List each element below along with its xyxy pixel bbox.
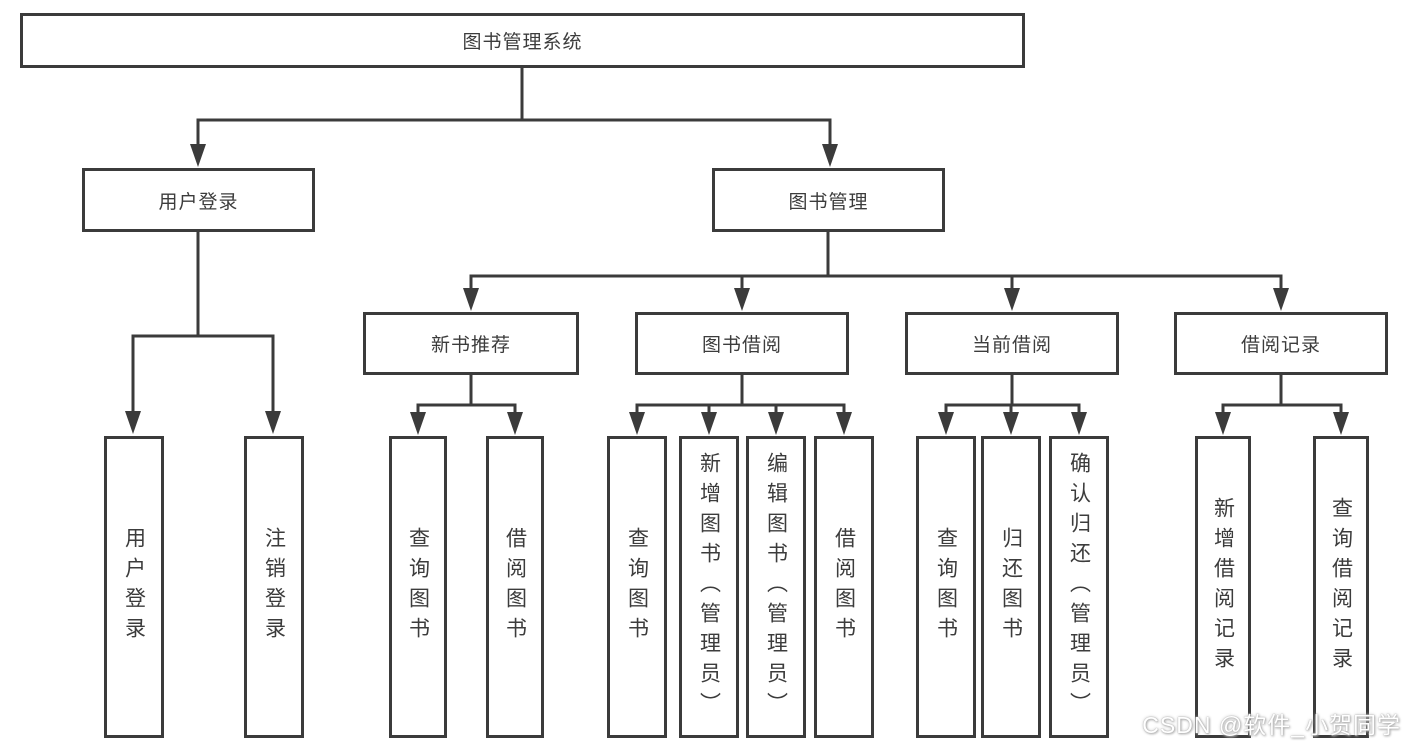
leaf-label: 新增借阅记录: [1211, 497, 1235, 677]
leaf-borrow-books-recommend: 借阅图书: [486, 436, 544, 738]
arrowhead-icons: [125, 144, 1349, 435]
leaf-label: 查询图书: [934, 527, 958, 647]
leaf-query-books-current: 查询图书: [916, 436, 976, 738]
leaf-borrow-books: 借阅图书: [814, 436, 874, 738]
leaf-query-books-recommend: 查询图书: [389, 436, 447, 738]
leaf-add-books-admin: 新增图书（管理员）: [679, 436, 739, 738]
leaf-label: 注销登录: [262, 527, 286, 647]
node-root-system: 图书管理系统: [20, 13, 1025, 68]
leaf-label: 新增图书（管理员）: [697, 452, 721, 722]
leaf-label: 查询图书: [625, 527, 649, 647]
node-new-book-recommend: 新书推荐: [363, 312, 579, 375]
leaf-label: 借阅图书: [832, 527, 856, 647]
leaf-user-login: 用户登录: [104, 436, 164, 738]
leaf-label: 确认归还（管理员）: [1067, 452, 1091, 722]
leaf-add-borrow-record: 新增借阅记录: [1195, 436, 1251, 738]
leaf-confirm-return-admin: 确认归还（管理员）: [1049, 436, 1109, 738]
leaf-label: 查询借阅记录: [1329, 497, 1353, 677]
leaf-logout: 注销登录: [244, 436, 304, 738]
leaf-label: 查询图书: [406, 527, 430, 647]
leaf-label: 借阅图书: [503, 527, 527, 647]
node-book-management: 图书管理: [712, 168, 945, 232]
leaf-return-books: 归还图书: [981, 436, 1041, 738]
node-borrow-records: 借阅记录: [1174, 312, 1388, 375]
leaf-query-books-borrow: 查询图书: [607, 436, 667, 738]
leaf-label: 归还图书: [999, 527, 1023, 647]
leaf-label: 用户登录: [122, 527, 146, 647]
node-book-borrow: 图书借阅: [635, 312, 849, 375]
leaf-query-borrow-record: 查询借阅记录: [1313, 436, 1369, 738]
leaf-edit-books-admin: 编辑图书（管理员）: [746, 436, 806, 738]
node-user-login: 用户登录: [82, 168, 315, 232]
node-current-borrow: 当前借阅: [905, 312, 1119, 375]
leaf-label: 编辑图书（管理员）: [764, 452, 788, 722]
